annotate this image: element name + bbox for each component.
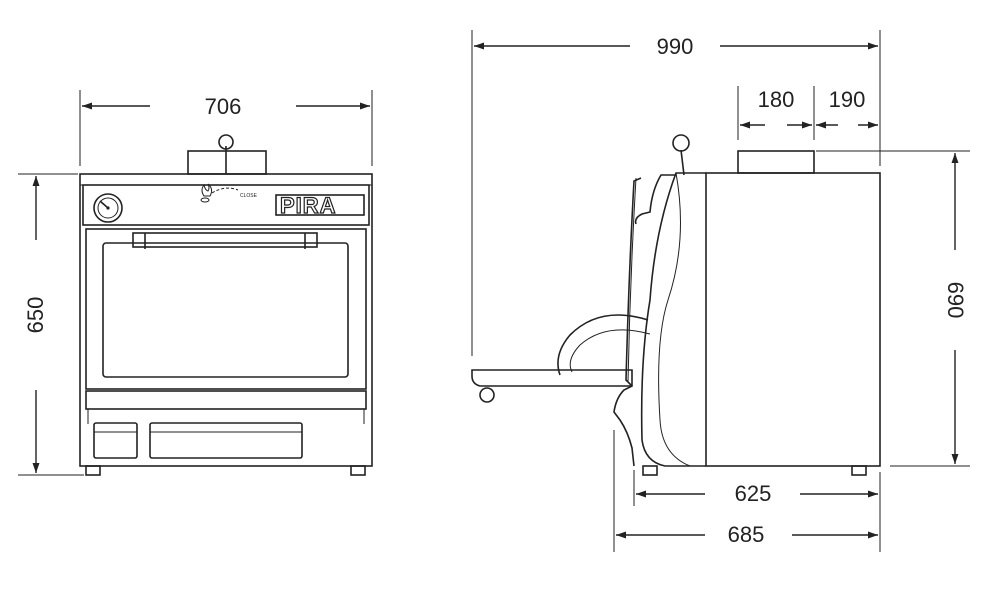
side-lever-knob: [672, 134, 690, 152]
front-door-window: [102, 242, 349, 378]
side-lower-bracket: [613, 385, 635, 467]
side-chimney: [737, 150, 815, 174]
front-foot-left: [85, 465, 101, 476]
side-body-depth-label: 625: [735, 481, 772, 506]
side-total-depth-label: 990: [657, 34, 694, 59]
flame-icon: [200, 183, 239, 203]
tray-wheel: [479, 387, 495, 403]
brand-plate: [275, 194, 365, 216]
side-top-right-label: 190: [829, 87, 866, 112]
front-lever-knob: [218, 134, 234, 150]
thermometer-dial: [93, 193, 123, 223]
front-drawer-small: [93, 422, 138, 459]
front-drawer-large: [149, 422, 303, 459]
side-foot-left: [642, 465, 658, 476]
brand-text: PIRA: [280, 193, 337, 218]
side-top-left-label: 180: [758, 87, 795, 112]
front-chimney: [187, 150, 267, 175]
door-handle: [132, 232, 318, 248]
side-open-door: [625, 177, 642, 387]
side-base-depth-label: 685: [728, 522, 765, 547]
door-swing-arc: [557, 314, 649, 376]
side-body: [705, 172, 881, 467]
front-height-label: 650: [23, 297, 48, 334]
side-lever-stem: [680, 149, 685, 176]
side-height-label: 690: [943, 282, 968, 319]
side-front-profile: [640, 172, 706, 467]
front-foot-right: [350, 465, 366, 476]
front-sill: [85, 390, 367, 410]
side-control-bump: [634, 174, 676, 225]
knob-label: CLOSE: [240, 193, 258, 199]
side-foot-right: [851, 465, 867, 476]
side-tray: [471, 369, 633, 387]
front-width-label: 706: [205, 94, 242, 119]
front-view: CLOSE PIRA 706 650: [18, 90, 373, 476]
front-body: [79, 173, 373, 467]
side-view: 990 180 190 690 625 685: [471, 30, 970, 552]
front-door-frame: [85, 228, 367, 390]
